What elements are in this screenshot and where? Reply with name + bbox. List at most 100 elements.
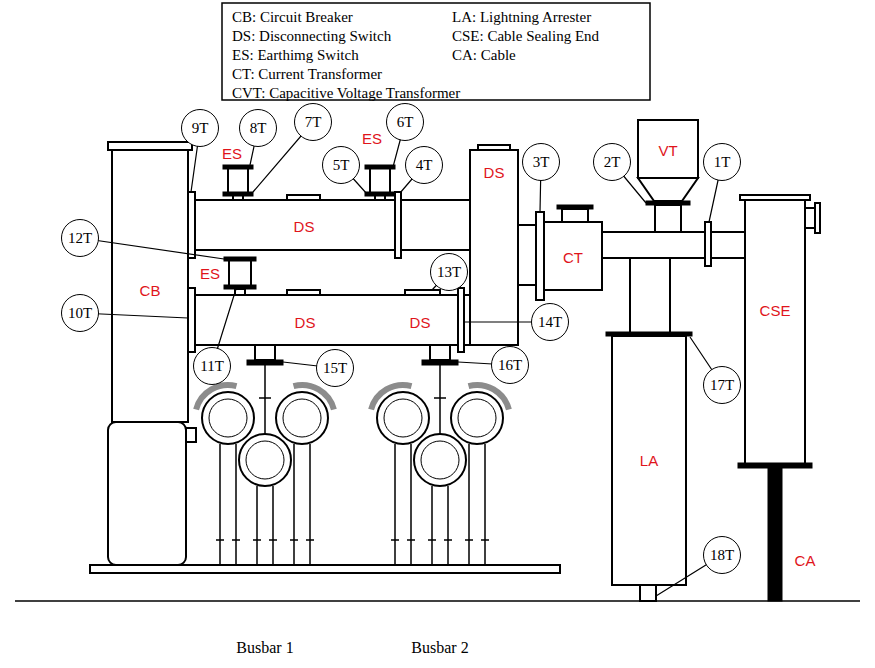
cse-stub: [805, 208, 815, 228]
part-name: DS: [484, 164, 505, 181]
part-name: CA: [795, 552, 816, 569]
busbar-conductor: [384, 399, 422, 437]
switch-cover: [287, 290, 320, 295]
mechanism-knob: [186, 428, 196, 442]
cable: [768, 468, 782, 601]
part-name: LA: [640, 452, 658, 469]
busbar-conductor: [209, 399, 247, 437]
callout-circle: 15T: [316, 349, 354, 387]
cse-base: [738, 463, 812, 468]
busbar-shield: [196, 385, 509, 410]
earth-switch-neck: [235, 289, 245, 295]
base-plate: [90, 565, 560, 573]
busbar-pipe: [202, 392, 254, 444]
callout-circle: 8T: [239, 109, 277, 147]
cse-stub-flange: [815, 203, 820, 233]
lower-enclosure: [195, 295, 470, 345]
legend-row: LA: Lightning Arrester: [452, 8, 591, 26]
upper-enclosure: [195, 200, 395, 250]
legend-row: DS: Disconnecting Switch: [232, 27, 391, 45]
enclosure-flange: [188, 192, 195, 258]
busbar-conductor: [421, 441, 459, 479]
legend-row: CT: Current Transformer: [232, 65, 382, 83]
cse-cap: [740, 195, 810, 200]
connecting-pipe: [518, 225, 536, 285]
busbar-pipe: [276, 392, 328, 444]
callout-circle: 18T: [703, 536, 741, 574]
busbar-stub: [255, 345, 275, 360]
legend-box: [222, 3, 650, 100]
busbar-pipe: [414, 434, 466, 486]
part-name: DS: [295, 314, 316, 331]
callout-number: 1T: [714, 154, 731, 171]
part-name: ES: [362, 130, 382, 147]
earth-switch: [228, 168, 248, 194]
callout-number: 6T: [397, 114, 414, 131]
callout-number: 14T: [538, 314, 562, 331]
callout-circle: 3T: [522, 143, 560, 181]
enclosure-flange: [395, 192, 401, 258]
part-name: ES: [200, 265, 220, 282]
callout-number: 18T: [710, 547, 734, 564]
legend-entry: ES: Earthimg Switch: [232, 47, 359, 63]
callout-circle: 14T: [531, 303, 569, 341]
callout-circle: 17T: [703, 366, 741, 404]
part-name: VT: [658, 142, 677, 159]
switch-flange: [224, 285, 256, 289]
callout-number: 12T: [68, 230, 92, 247]
callout-circle: 4T: [405, 146, 443, 184]
breaker-tank: [112, 150, 188, 422]
callout-number: 7T: [305, 114, 322, 131]
callout-circle: 13T: [430, 253, 468, 291]
part-name: DS: [294, 218, 315, 235]
enclosure-flange: [188, 288, 195, 352]
arrester-stem: [630, 258, 670, 334]
part-name: CT: [563, 249, 583, 266]
switch-housing: [470, 150, 518, 345]
callout-circle: 2T: [593, 143, 631, 181]
callout-circle: 11T: [193, 347, 231, 385]
callout-number: 10T: [68, 305, 92, 322]
callout-circle: 5T: [322, 146, 360, 184]
voltage-transformer: [638, 120, 698, 178]
legend-entry: CVT: Capacitive Voltage Transformer: [232, 85, 460, 101]
ground-line: [15, 600, 860, 602]
ct-terminal: [562, 209, 588, 222]
legend-row: ES: Earthimg Switch: [232, 46, 359, 64]
ct-cap: [557, 205, 593, 209]
vt-neck: [638, 178, 698, 201]
legend-entry: DS: Disconnecting Switch: [232, 28, 391, 44]
connecting-pipe: [602, 232, 705, 258]
leader-line: [80, 122, 722, 596]
callout-number: 2T: [604, 154, 621, 171]
callout-circle: 16T: [491, 346, 529, 384]
earth-switch: [370, 168, 390, 194]
callout-number: 16T: [498, 357, 522, 374]
switch-cover: [405, 290, 440, 295]
support-tick: [216, 539, 489, 541]
breaker-cap: [108, 142, 192, 150]
callout-number: 9T: [192, 120, 209, 137]
breaker-mechanism: [108, 422, 186, 565]
callout-number: 13T: [437, 264, 461, 281]
legend-entry: CT: Current Transformer: [232, 66, 382, 82]
lightning-arrester: [612, 336, 686, 585]
callout-circle: 12T: [61, 219, 99, 257]
legend-entry: CB: Circuit Breaker: [232, 9, 353, 25]
callout-circle: 10T: [61, 294, 99, 332]
legend-row: CB: Circuit Breaker: [232, 8, 353, 26]
busbar-flange: [247, 360, 283, 365]
switch-flange: [365, 192, 395, 196]
busbar-conductor: [283, 399, 321, 437]
earth-switch: [229, 260, 251, 286]
legend-entry: LA: Lightning Arrester: [452, 9, 591, 25]
legend-row: CSE: Cable Sealing End: [452, 27, 599, 45]
callout-circle: 6T: [386, 103, 424, 141]
legend-row: CVT: Capacitive Voltage Transformer: [232, 84, 460, 102]
busbar-pipe: [451, 392, 503, 444]
part-name: CB: [140, 282, 161, 299]
callout-number: 3T: [533, 154, 550, 171]
callout-circle: 7T: [294, 103, 332, 141]
busbar-pipe: [377, 392, 429, 444]
switch-flange: [365, 165, 395, 169]
